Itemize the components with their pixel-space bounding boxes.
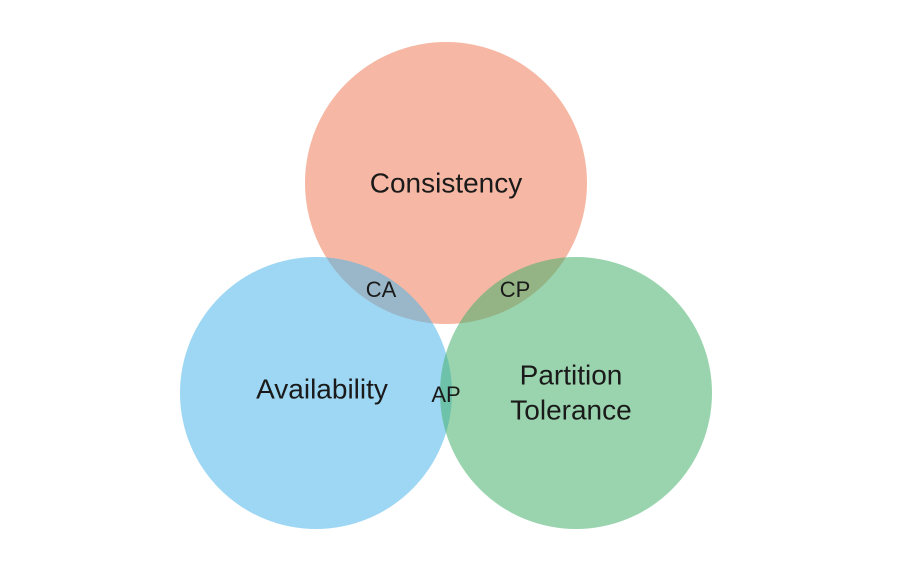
availability-label: Availability xyxy=(256,373,388,404)
ap-intersection-label: AP xyxy=(431,382,460,407)
consistency-circle xyxy=(305,42,587,324)
availability-circle xyxy=(180,257,452,529)
partition-tolerance-label-line2: Tolerance xyxy=(510,394,631,425)
consistency-label: Consistency xyxy=(370,167,523,198)
partition-tolerance-circle xyxy=(440,257,712,529)
ca-intersection-label: CA xyxy=(366,277,397,302)
partition-tolerance-label-line1: Partition xyxy=(520,359,623,390)
cp-intersection-label: CP xyxy=(500,277,531,302)
